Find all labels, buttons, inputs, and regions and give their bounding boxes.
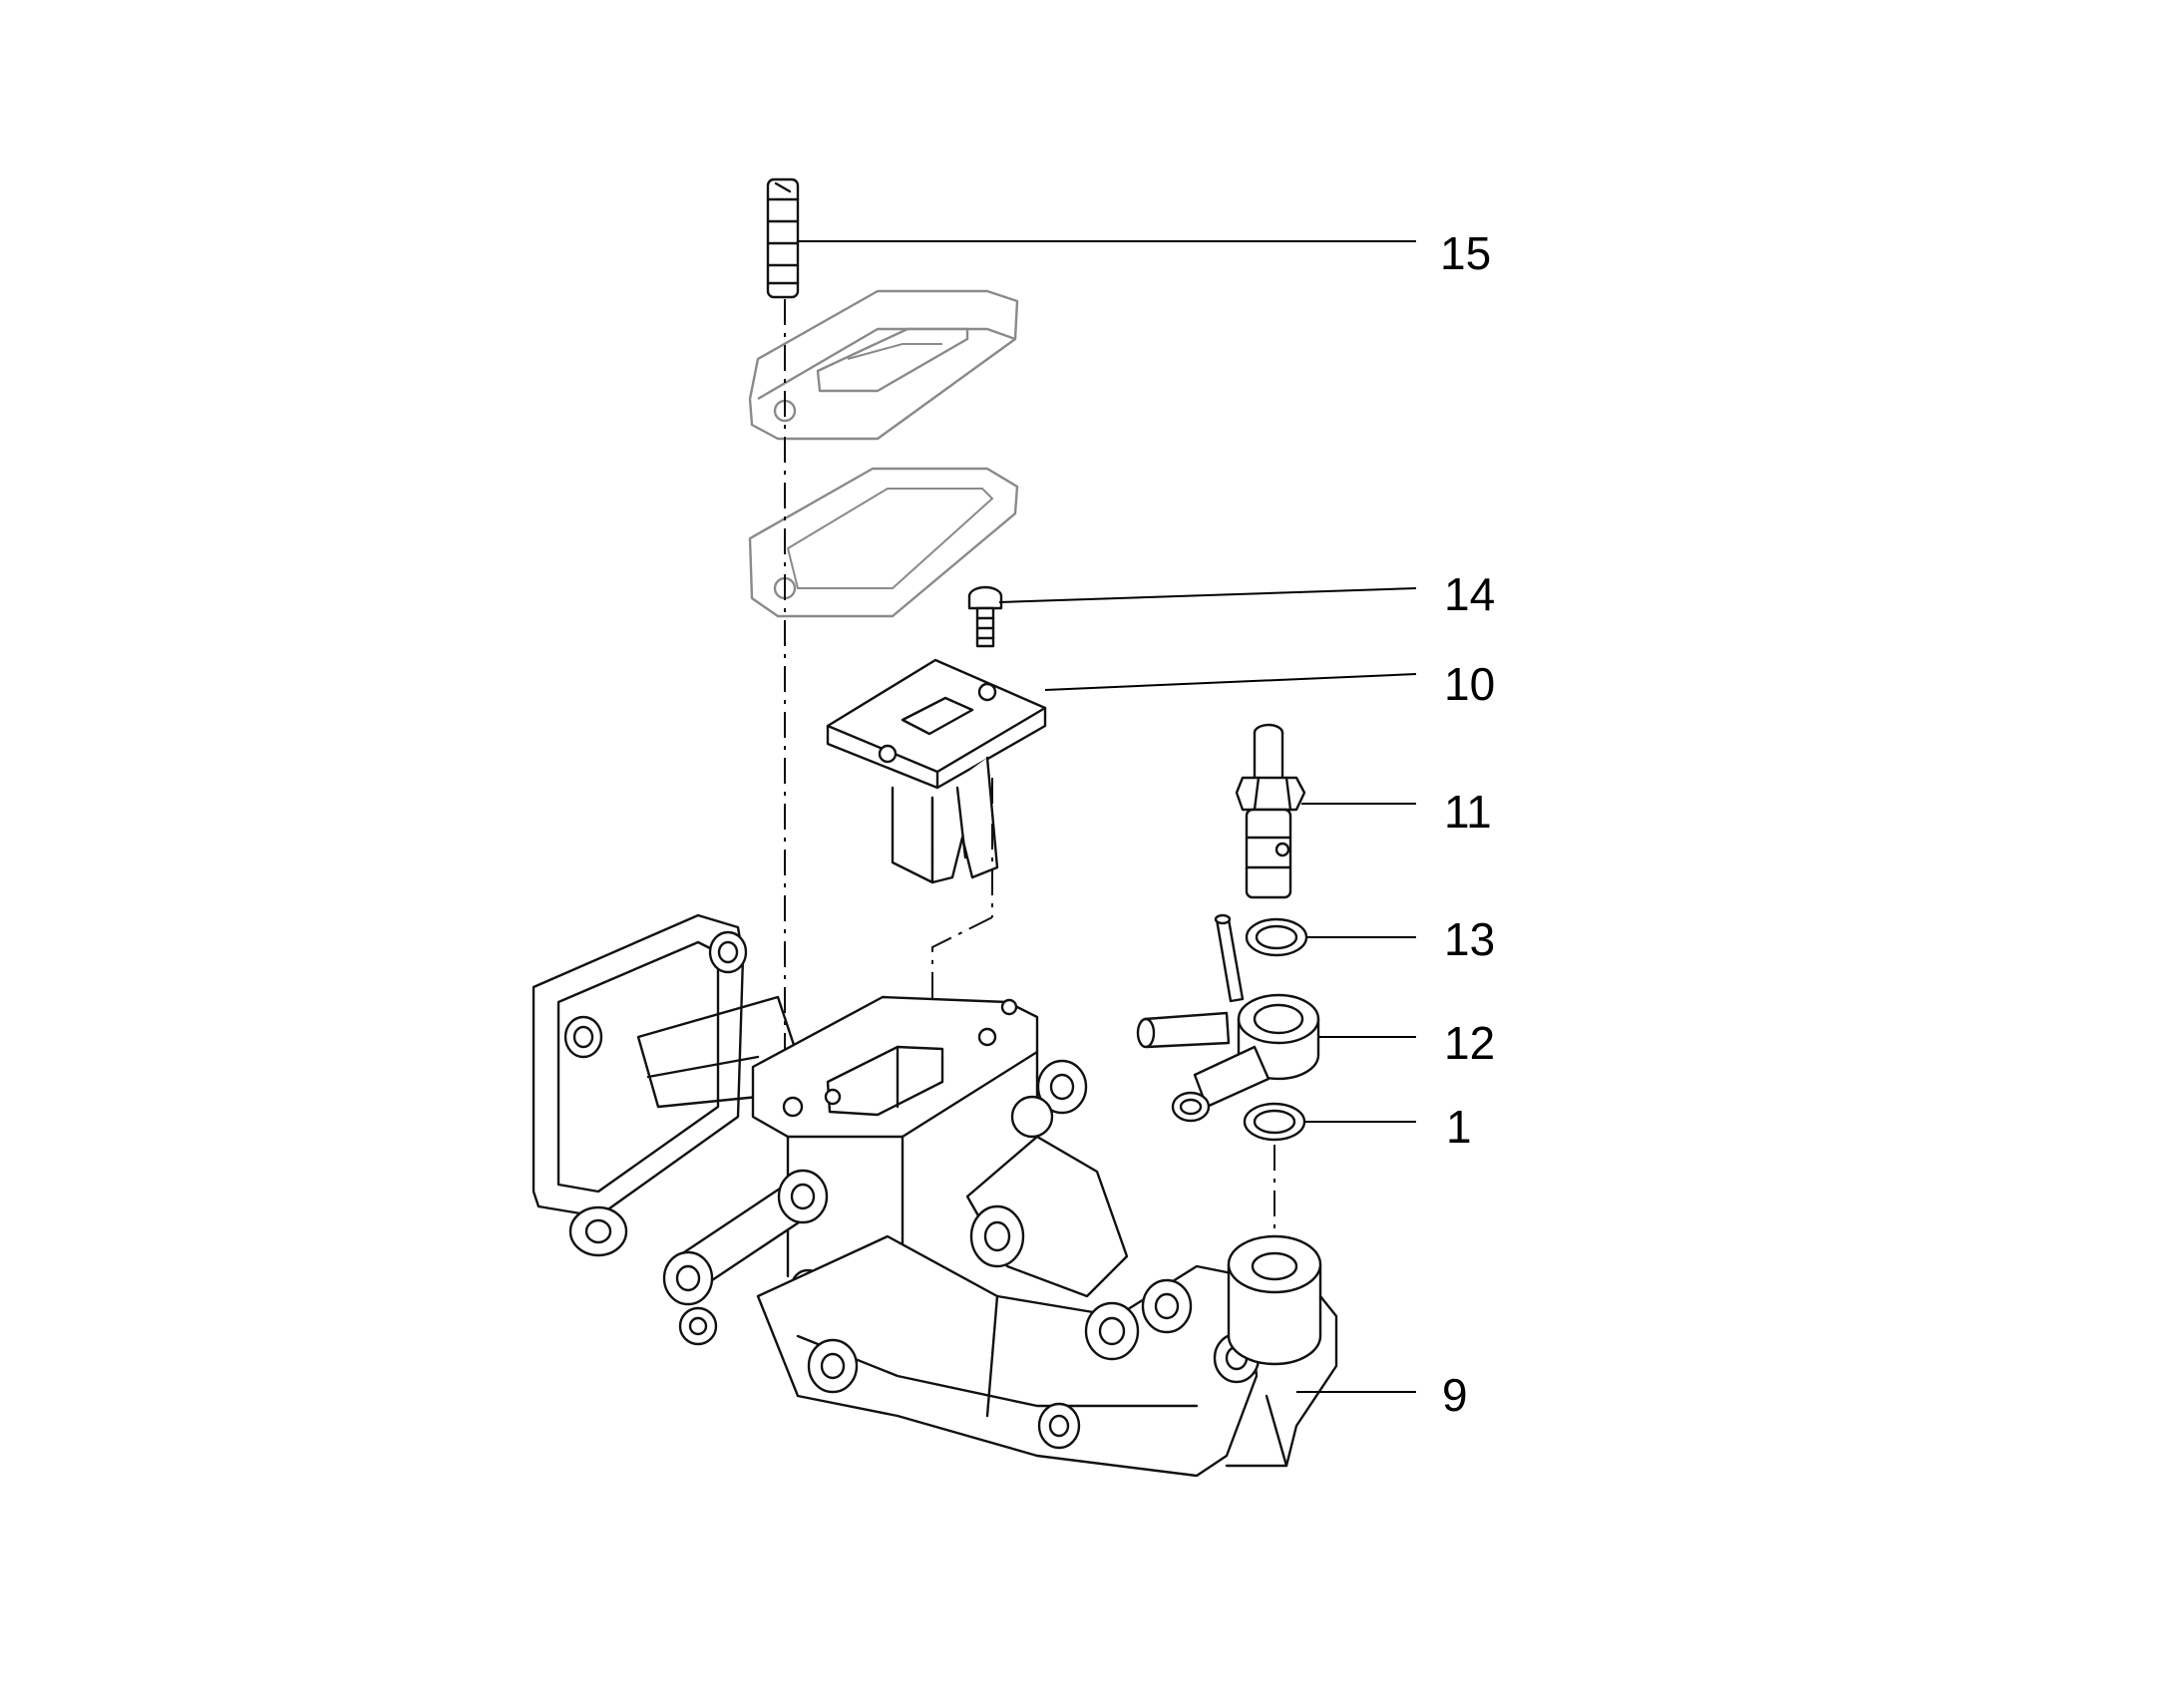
callout-15: 15 xyxy=(1440,227,1491,279)
callout-9: 9 xyxy=(1442,1369,1468,1421)
leader-lines xyxy=(798,240,1417,1393)
callout-11: 11 xyxy=(1444,786,1492,838)
callout-1: 1 xyxy=(1446,1101,1472,1153)
reed-plate-part-10[interactable] xyxy=(826,658,1047,917)
upper-flange-plate[interactable] xyxy=(748,289,1019,441)
banjo-part-12[interactable] xyxy=(1136,913,1320,1123)
washer-part-1[interactable] xyxy=(1243,1102,1306,1142)
callout-14: 14 xyxy=(1444,568,1495,620)
assembly-axis-reed xyxy=(931,916,993,1042)
screw-part-14[interactable] xyxy=(967,585,1003,648)
fitting-part-11[interactable] xyxy=(1235,723,1306,899)
stud-part-15[interactable] xyxy=(766,177,800,299)
callout-10: 10 xyxy=(1444,658,1495,710)
callout-13: 13 xyxy=(1444,913,1495,965)
intake-body-part-9[interactable] xyxy=(532,913,1338,1478)
callout-12: 12 xyxy=(1444,1017,1495,1069)
washer-part-13[interactable] xyxy=(1245,917,1308,957)
